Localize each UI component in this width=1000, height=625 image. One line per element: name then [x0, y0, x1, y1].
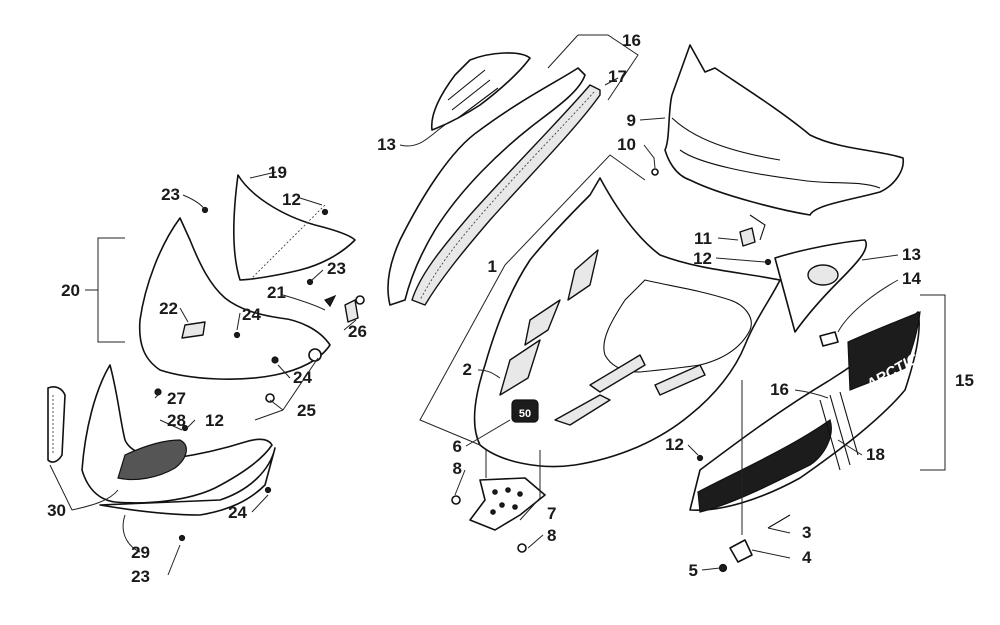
callout-17: 17 — [608, 67, 627, 86]
callout-2: 2 — [463, 360, 472, 379]
callout-12-right: 12 — [693, 249, 712, 268]
callout-24-nose: 24 — [242, 305, 261, 324]
callout-8-lower: 8 — [547, 526, 556, 545]
callout-28: 28 — [167, 411, 186, 430]
svg-text:50: 50 — [519, 408, 531, 420]
callout-16-panel: 16 — [770, 380, 789, 399]
windshield-part — [664, 44, 905, 216]
leader-lines — [49, 34, 946, 576]
callout-26: 26 — [348, 322, 367, 341]
callout-18: 18 — [866, 445, 885, 464]
hood-part — [473, 177, 781, 468]
callout-29: 29 — [131, 543, 150, 562]
callout-5: 5 — [689, 561, 698, 580]
callout-30: 30 — [47, 501, 66, 520]
callout-12-bumper: 12 — [205, 411, 224, 430]
callout-7: 7 — [547, 504, 556, 523]
callout-25: 25 — [297, 401, 316, 420]
callout-numbers: 1 2 3 4 5 6 7 8 8 9 10 11 12 12 12 12 13… — [47, 31, 974, 586]
callout-19: 19 — [268, 163, 287, 182]
callout-4: 4 — [802, 548, 812, 567]
callout-16-upper: 16 — [622, 31, 641, 50]
upper-trim-part — [387, 67, 601, 306]
side-skirt-strip-part — [47, 386, 66, 463]
callout-6: 6 — [453, 437, 462, 456]
callout-23-bottom: 23 — [131, 567, 150, 586]
callout-20: 20 — [61, 281, 80, 300]
hood-decal-badge: 50 — [511, 399, 539, 423]
callout-23-mid: 23 — [327, 259, 346, 278]
side-panel-part: ARCTIC CAT — [689, 311, 952, 513]
skid-plate-part — [469, 477, 546, 531]
callout-13-right: 13 — [902, 245, 921, 264]
callout-3: 3 — [802, 523, 811, 542]
callout-21: 21 — [267, 283, 286, 302]
callout-24-right: 24 — [293, 368, 312, 387]
callout-22: 22 — [159, 299, 178, 318]
callout-11: 11 — [694, 229, 712, 248]
front-nose-part — [138, 174, 356, 380]
callout-9: 9 — [627, 111, 636, 130]
callout-10: 10 — [617, 135, 636, 154]
callout-13-upper: 13 — [377, 135, 396, 154]
lower-bumper-part — [81, 364, 276, 516]
callout-8-upper: 8 — [453, 459, 462, 478]
callout-14: 14 — [902, 269, 921, 288]
callout-12-nose: 12 — [282, 190, 301, 209]
callout-15: 15 — [955, 371, 974, 390]
callout-1: 1 — [488, 257, 497, 276]
callout-12-panel: 12 — [665, 435, 684, 454]
hardware-parts — [154, 168, 839, 573]
callout-27: 27 — [167, 389, 186, 408]
callout-24-bottom: 24 — [228, 503, 247, 522]
headlight-bracket-part — [430, 52, 531, 131]
side-vent-part — [774, 239, 867, 333]
callout-23-top: 23 — [161, 185, 180, 204]
